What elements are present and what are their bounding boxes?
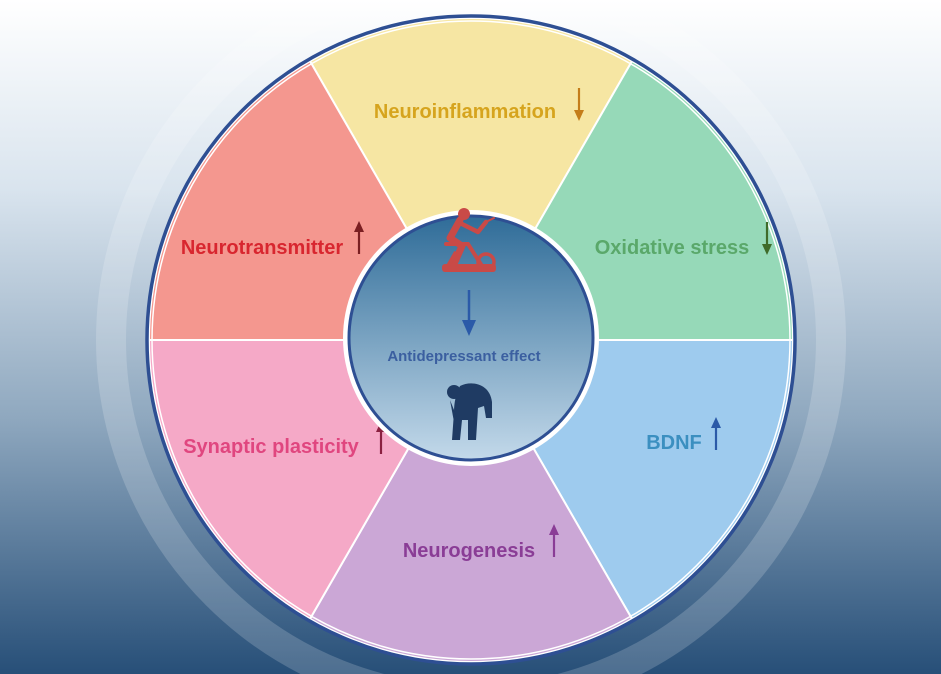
center-label: Antidepressant effect bbox=[387, 348, 540, 365]
segment-neurogenesis bbox=[308, 338, 634, 663]
wheel-inner-border bbox=[151, 20, 791, 660]
depressed-person-icon bbox=[447, 383, 492, 440]
segment-label-oxidative-stress: Oxidative stress bbox=[595, 237, 750, 259]
segment-label-neurogenesis: Neurogenesis bbox=[403, 540, 535, 562]
segment-arrow-down-oxidative-stress bbox=[762, 222, 772, 255]
exercise-bike-icon bbox=[442, 208, 496, 272]
segment-label-neuroinflammation: Neuroinflammation bbox=[374, 101, 556, 123]
segment-arrow-down-neuroinflammation bbox=[574, 88, 584, 121]
segment-label-bdnf: BDNF bbox=[646, 432, 702, 454]
center-hub: Antidepressant effect bbox=[343, 208, 599, 466]
segment-neuroinflammation bbox=[308, 17, 634, 343]
segment-label-synaptic-plasticity: Synaptic plasticity bbox=[183, 436, 359, 458]
segment-label-neurotransmitter: Neurotransmitter bbox=[181, 237, 343, 259]
segment-arrow-up-neurotransmitter bbox=[354, 221, 364, 254]
segment-arrow-up-bdnf bbox=[711, 417, 721, 450]
center-hub-circle bbox=[347, 214, 595, 462]
center-down-arrow bbox=[462, 290, 476, 336]
wheel-outer-border bbox=[145, 14, 797, 666]
segment-arrow-up-neurogenesis bbox=[549, 524, 559, 557]
outer-halo bbox=[96, 0, 846, 674]
